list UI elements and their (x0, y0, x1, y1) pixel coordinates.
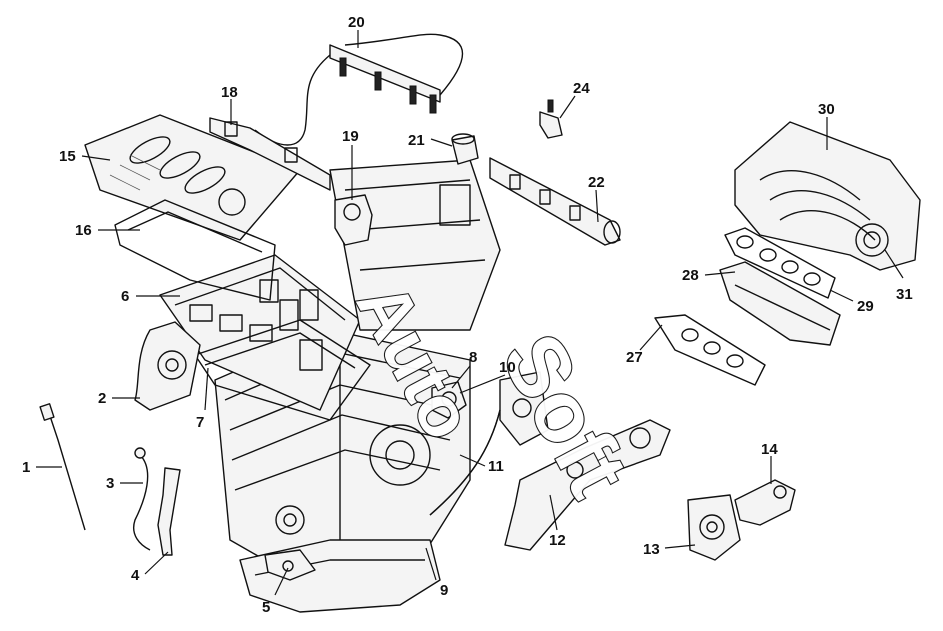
callout-27: 27 (626, 349, 643, 366)
oil-pickup (264, 549, 316, 581)
callout-13: 13 (643, 541, 660, 558)
callout-24: 24 (573, 80, 590, 97)
water-pump (687, 494, 741, 561)
rear-cylinder-head (329, 159, 501, 331)
callout-18: 18 (221, 84, 238, 101)
coolant-crossover (504, 419, 671, 551)
dipstick-tube (133, 447, 151, 551)
callout-3: 3 (106, 475, 114, 492)
callout-14: 14 (761, 441, 778, 458)
egr-valve (334, 194, 373, 246)
dipstick-guide (157, 467, 181, 556)
callout-21: 21 (408, 132, 425, 149)
leader-lines (36, 30, 904, 596)
sensor-21 (451, 133, 479, 165)
fuel-injector-harness (209, 117, 331, 191)
callout-5: 5 (262, 599, 270, 616)
callout-29: 29 (857, 298, 874, 315)
engine-cover (84, 114, 301, 241)
mount-bracket (734, 479, 796, 526)
callout-11: 11 (488, 458, 504, 475)
intake-manifold (734, 121, 921, 271)
callout-19: 19 (342, 128, 359, 145)
head-gasket (194, 319, 371, 421)
callout-9: 9 (440, 582, 448, 599)
callout-30: 30 (818, 101, 835, 118)
fuel-rail-right (489, 157, 621, 246)
injector-24 (539, 99, 563, 139)
callout-1: 1 (22, 459, 30, 476)
callout-7: 7 (196, 414, 204, 431)
callout-labels: 1 2 3 4 5 6 7 8 9 10 11 12 13 14 15 16 1… (22, 14, 913, 616)
water-outlet (499, 371, 549, 446)
callout-31: 31 (896, 286, 913, 303)
fuel-rail (254, 33, 464, 146)
callout-28: 28 (682, 267, 699, 284)
valve-cover-gasket (114, 199, 276, 301)
callout-4: 4 (131, 567, 140, 584)
callout-12: 12 (549, 532, 566, 549)
lower-intake (719, 261, 841, 346)
callout-16: 16 (75, 222, 92, 239)
callout-15: 15 (59, 148, 76, 165)
coolant-pipe (429, 409, 501, 516)
thermostat (431, 381, 467, 419)
dipstick (39, 403, 86, 531)
callout-22: 22 (588, 174, 605, 191)
callout-6: 6 (121, 288, 129, 305)
callout-8: 8 (469, 349, 477, 366)
callout-20: 20 (348, 14, 365, 31)
manifold-gasket (724, 227, 836, 299)
timing-cover (134, 321, 201, 411)
exhaust-gasket (654, 314, 766, 386)
callout-2: 2 (98, 390, 106, 407)
callout-10: 10 (499, 359, 516, 376)
